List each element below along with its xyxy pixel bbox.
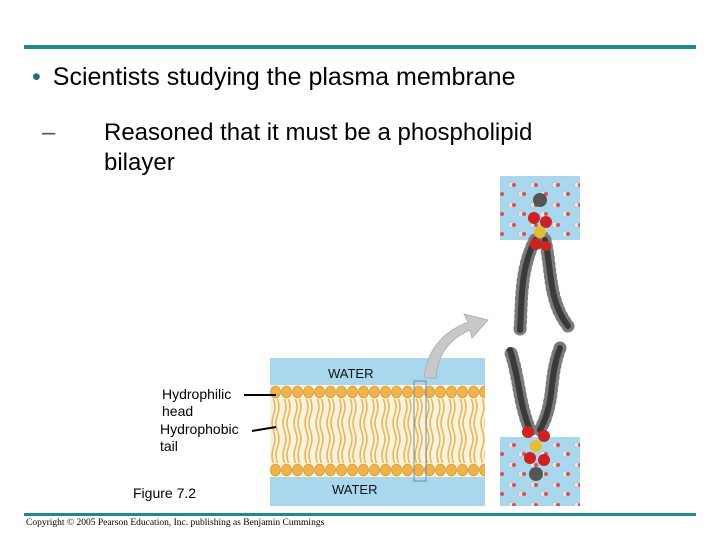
hydrophilic-head-label: Hydrophilic head — [162, 386, 232, 419]
bullet-sub: – Reasoned that it must be a phospholipi… — [42, 118, 602, 178]
bullet-main-text: Scientists studying the plasma membrane — [52, 63, 516, 91]
water-top-label: WATER — [328, 366, 374, 381]
bilayer-diagram — [270, 358, 485, 506]
top-rule — [24, 45, 696, 49]
bullet-symbol: • — [32, 63, 41, 91]
water-bottom-label: WATER — [332, 482, 378, 497]
bullet-main: • Scientists studying the plasma membrane — [32, 62, 516, 92]
hydrophobic-tail-label: Hydrophobic tail — [160, 421, 239, 454]
figure-caption: Figure 7.2 — [133, 485, 197, 501]
zoom-arrow-icon — [423, 313, 489, 379]
sub-bullet-symbol: – — [42, 119, 56, 146]
tail-leader-line — [251, 426, 277, 432]
phospholipid-closeup — [500, 176, 580, 506]
bottom-rule — [24, 513, 696, 516]
bullet-sub-text: Reasoned that it must be a phospholipid … — [104, 119, 533, 176]
copyright-text: Copyright © 2005 Pearson Education, Inc.… — [26, 518, 325, 528]
